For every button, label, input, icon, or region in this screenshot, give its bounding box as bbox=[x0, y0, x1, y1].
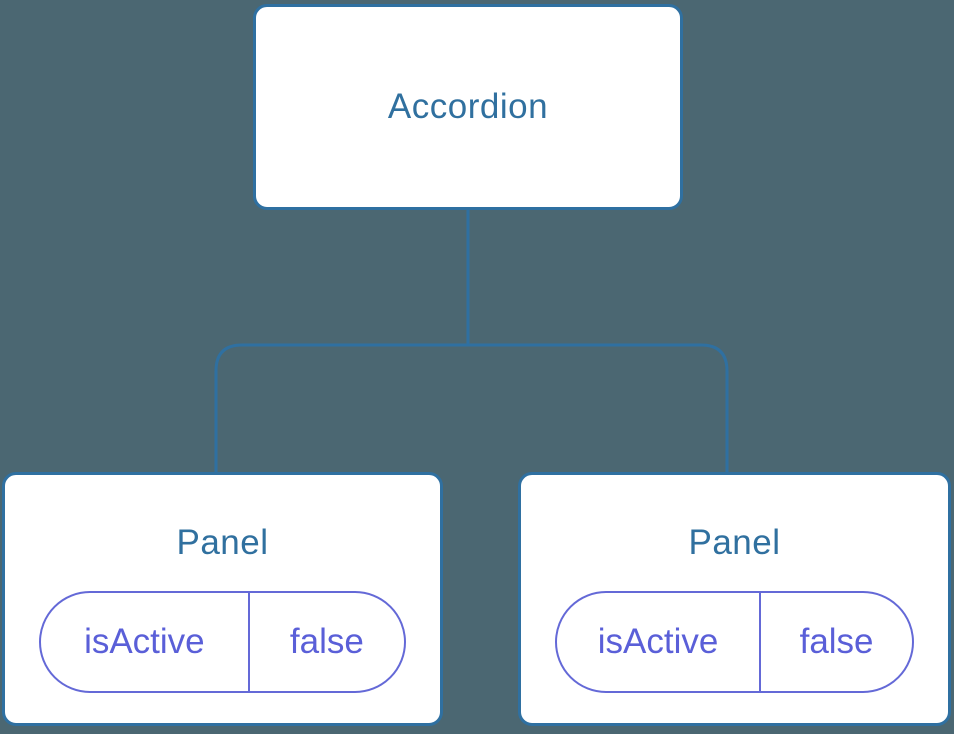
state-pill: isActive false bbox=[39, 591, 406, 693]
connector-bracket bbox=[214, 343, 729, 473]
state-value-label: false bbox=[799, 622, 874, 661]
panel-node-label: Panel bbox=[176, 523, 269, 562]
accordion-node-label: Accordion bbox=[387, 87, 549, 126]
state-value-label: false bbox=[289, 622, 364, 661]
tree-node-accordion: Accordion bbox=[253, 4, 683, 210]
state-key-label: isActive bbox=[41, 593, 250, 691]
panel-node-label: Panel bbox=[688, 523, 781, 562]
tree-node-panel-2: Panel isActive false bbox=[518, 472, 951, 726]
tree-node-panel-1: Panel isActive false bbox=[2, 472, 443, 726]
state-key-label: isActive bbox=[557, 593, 762, 691]
state-pill: isActive false bbox=[555, 591, 914, 693]
